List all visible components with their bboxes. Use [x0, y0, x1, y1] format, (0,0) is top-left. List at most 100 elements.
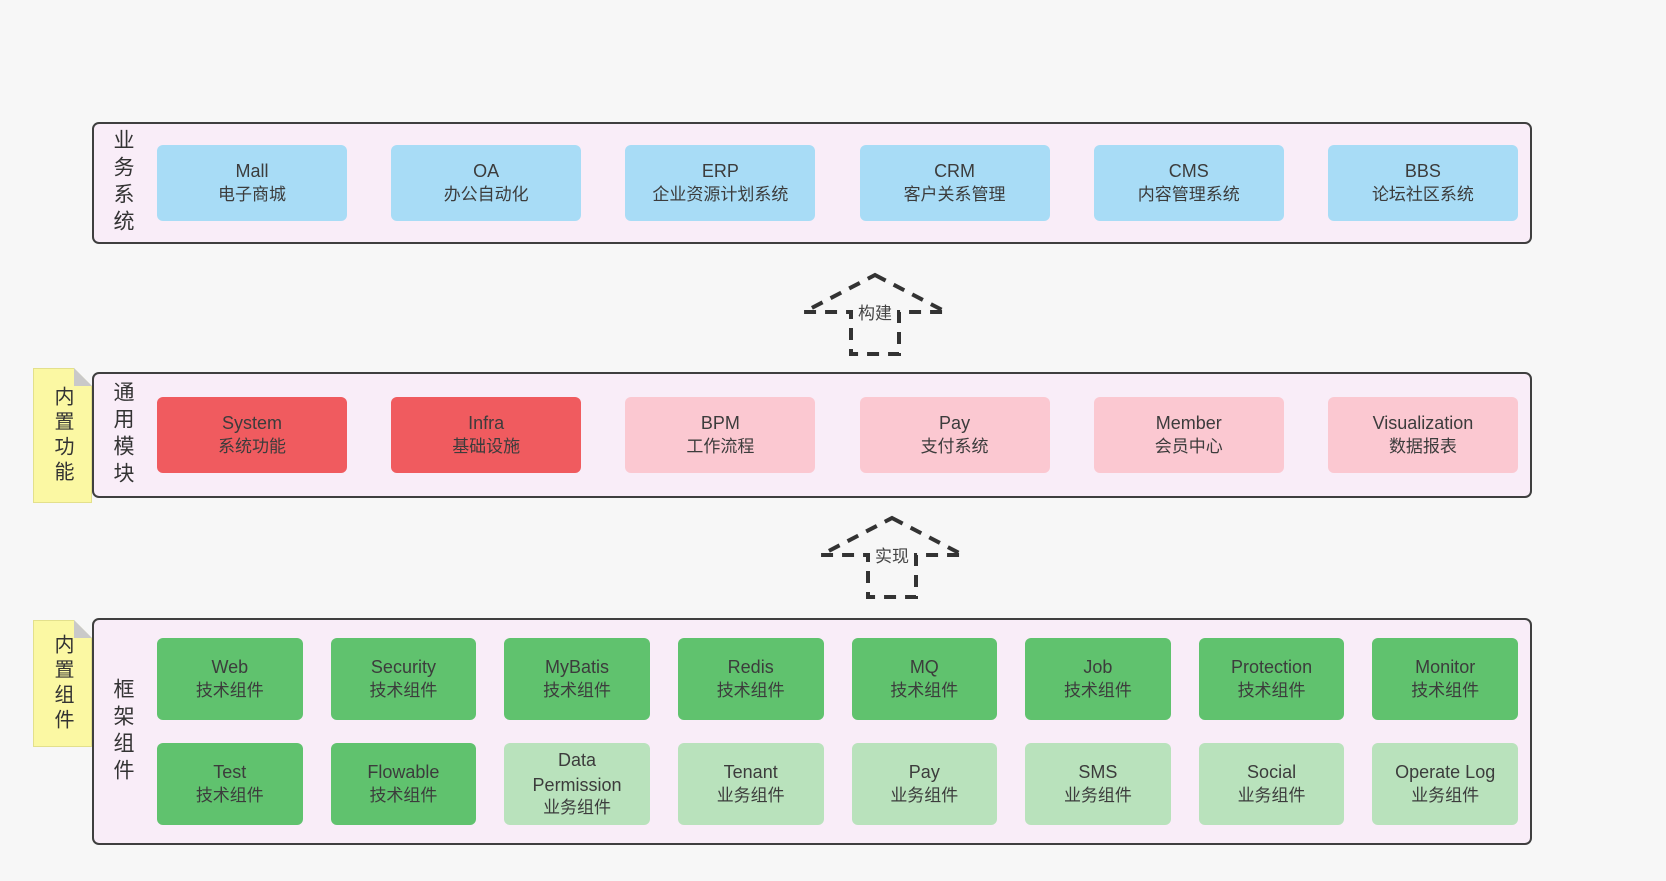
box-operate-log: Operate Log 业务组件 — [1372, 743, 1518, 825]
sticky-note-builtin-features: 内置功能 — [33, 368, 92, 503]
box-name: Protection — [1231, 657, 1313, 678]
box-name: MQ — [909, 657, 939, 678]
box-flowable: Flowable 技术组件 — [330, 743, 477, 825]
box-name: Data Permission — [532, 750, 622, 795]
box-desc: 技术组件 — [369, 785, 438, 805]
box-desc: 技术组件 — [1237, 680, 1306, 700]
box-desc: 业务组件 — [1411, 785, 1480, 805]
box-desc: 企业资源计划系统 — [652, 184, 789, 204]
band-framework-label: 框架组件 — [111, 677, 134, 786]
box-desc: 工作流程 — [686, 436, 755, 456]
box-name: Infra — [468, 413, 505, 434]
box-name: CRM — [934, 161, 976, 182]
box-infra: Infra 基础设施 — [391, 397, 582, 473]
box-desc: 业务组件 — [716, 785, 785, 805]
box-name: Member — [1155, 413, 1222, 434]
box-desc: 业务组件 — [1063, 785, 1132, 805]
box-desc: 客户关系管理 — [903, 184, 1006, 204]
box-name: Test — [213, 762, 247, 783]
box-desc: 技术组件 — [1063, 680, 1132, 700]
box-desc: 数据报表 — [1388, 436, 1457, 456]
box-data-permission: Data Permission 业务组件 — [504, 743, 650, 825]
band-business-label: 业务系统 — [111, 129, 134, 237]
box-desc: 会员中心 — [1154, 436, 1223, 456]
note-label: 内置组件 — [51, 633, 73, 734]
band-business-content: Mall 电子商城 OA 办公自动化 ERP 企业资源计划系统 CRM 客户关系… — [145, 145, 1530, 221]
band-modules-label: 通用模块 — [111, 381, 134, 489]
box-name: Job — [1083, 657, 1113, 678]
box-desc: 电子商城 — [218, 184, 286, 204]
box-desc: 系统功能 — [218, 436, 286, 456]
box-desc: 论坛社区系统 — [1371, 184, 1474, 204]
box-social: Social 业务组件 — [1198, 743, 1345, 825]
box-mall: Mall 电子商城 — [157, 145, 347, 221]
build-arrow-label: 构建 — [854, 298, 896, 325]
box-desc: 技术组件 — [369, 680, 438, 700]
box-name: Pay — [908, 762, 940, 783]
box-monitor: Monitor 技术组件 — [1372, 638, 1518, 720]
box-desc: 基础设施 — [452, 436, 521, 456]
box-name: Redis — [727, 657, 774, 678]
box-name: OA — [473, 161, 500, 182]
box-desc: 业务组件 — [1237, 785, 1306, 805]
build-arrow: 构建 — [800, 272, 950, 357]
box-erp: ERP 企业资源计划系统 — [625, 145, 816, 221]
box-name: Visualization — [1372, 413, 1474, 434]
up-arrow-icon — [803, 272, 947, 356]
box-name: BBS — [1404, 161, 1441, 182]
box-name: BPM — [700, 413, 740, 434]
box-name: SMS — [1078, 762, 1118, 783]
box-desc: 办公自动化 — [443, 184, 529, 204]
box-member: Member 会员中心 — [1093, 397, 1284, 473]
box-name: Web — [211, 657, 249, 678]
box-name: Pay — [939, 413, 971, 434]
note-label: 内置功能 — [51, 385, 73, 486]
box-mq: MQ 技术组件 — [851, 638, 998, 720]
box-name: Flowable — [367, 762, 440, 783]
box-desc: 技术组件 — [1411, 680, 1480, 700]
box-name: System — [221, 413, 282, 434]
implement-arrow: 实现 — [817, 515, 967, 600]
box-desc: 内容管理系统 — [1137, 184, 1240, 204]
sticky-note-builtin-components: 内置组件 — [33, 620, 92, 747]
box-bpm: BPM 工作流程 — [625, 397, 816, 473]
band-common-modules: 通用模块 System 系统功能 Infra 基础设施 BPM 工作流程 Pay… — [92, 372, 1532, 498]
box-name: Mall — [235, 161, 269, 182]
box-test: Test 技术组件 — [157, 743, 303, 825]
box-oa: OA 办公自动化 — [391, 145, 582, 221]
band-framework-components: 框架组件 Web 技术组件 Security 技术组件 MyBatis 技术组件… — [92, 618, 1532, 845]
box-web: Web 技术组件 — [157, 638, 303, 720]
box-desc: 技术组件 — [890, 680, 959, 700]
box-security: Security 技术组件 — [330, 638, 477, 720]
box-desc: 技术组件 — [195, 785, 264, 805]
box-name: Social — [1247, 762, 1297, 783]
box-name: CMS — [1168, 161, 1209, 182]
box-crm: CRM 客户关系管理 — [859, 145, 1050, 221]
box-sms: SMS 业务组件 — [1025, 743, 1171, 825]
band-framework-content: Web 技术组件 Security 技术组件 MyBatis 技术组件 Redi… — [145, 638, 1530, 825]
box-visualization: Visualization 数据报表 — [1327, 397, 1518, 473]
box-desc: 业务组件 — [890, 785, 959, 805]
box-pay-system: Pay 支付系统 — [859, 397, 1050, 473]
box-name: MyBatis — [545, 657, 610, 678]
box-name: Tenant — [723, 762, 778, 783]
box-desc: 技术组件 — [195, 680, 264, 700]
box-name: Monitor — [1415, 657, 1476, 678]
box-desc: 支付系统 — [920, 436, 989, 456]
band-business-systems: 业务系统 Mall 电子商城 OA 办公自动化 ERP 企业资源计划系统 CRM… — [92, 122, 1532, 244]
band-modules-content: System 系统功能 Infra 基础设施 BPM 工作流程 Pay 支付系统… — [145, 397, 1530, 473]
box-job: Job 技术组件 — [1025, 638, 1171, 720]
box-name: Operate Log — [1395, 762, 1496, 783]
implement-arrow-label: 实现 — [871, 541, 913, 568]
box-mybatis: MyBatis 技术组件 — [504, 638, 650, 720]
box-bbs: BBS 论坛社区系统 — [1327, 145, 1518, 221]
box-name: Security — [370, 657, 436, 678]
box-system: System 系统功能 — [157, 397, 347, 473]
box-pay-component: Pay 业务组件 — [851, 743, 998, 825]
box-protection: Protection 技术组件 — [1198, 638, 1345, 720]
box-cms: CMS 内容管理系统 — [1093, 145, 1284, 221]
box-desc: 业务组件 — [543, 797, 612, 817]
box-desc: 技术组件 — [716, 680, 785, 700]
box-name: ERP — [701, 161, 739, 182]
box-redis: Redis 技术组件 — [677, 638, 824, 720]
